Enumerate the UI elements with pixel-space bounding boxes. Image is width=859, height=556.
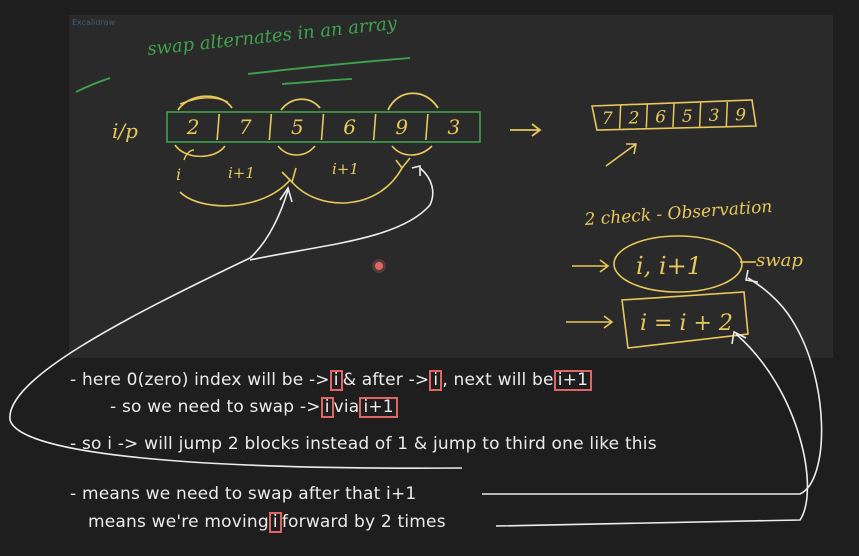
input-cell-value: 5 xyxy=(291,115,304,139)
arrow-to-output xyxy=(510,123,542,137)
input-array-box xyxy=(166,111,481,143)
input-array-cells: 2 7 5 6 9 3 xyxy=(186,113,461,141)
title-underline xyxy=(247,57,411,75)
input-cell-value: 2 xyxy=(186,115,200,139)
highlight-box: i xyxy=(329,370,343,391)
swap-arc-top-2 xyxy=(280,98,321,111)
input-cell-value: 9 xyxy=(395,115,408,139)
output-cell-value: 2 xyxy=(628,108,640,128)
input-cell-value: 3 xyxy=(448,115,461,139)
observation-1-text: i, i+1 xyxy=(636,252,702,280)
observation-2-text: i = i + 2 xyxy=(640,311,733,336)
connector-line5-to-obs2 xyxy=(495,333,809,527)
input-cell-divider xyxy=(320,113,325,141)
output-cell-divider xyxy=(618,105,622,129)
output-cell-divider xyxy=(725,101,729,127)
observation-arrow-1 xyxy=(572,259,610,273)
input-cell-value: 6 xyxy=(343,115,356,139)
loop-arc-1 xyxy=(179,179,291,207)
input-cell-divider xyxy=(268,113,273,141)
input-cell-divider xyxy=(425,113,429,141)
loop-arrow-1 xyxy=(281,167,297,184)
output-cell-value: 7 xyxy=(602,109,613,129)
input-cell-divider xyxy=(372,113,377,141)
swap-arc-top-1 xyxy=(177,95,233,111)
connector-arrowhead-2 xyxy=(411,164,421,176)
loop-label-i1-b: i+1 xyxy=(332,160,359,178)
swap-arc-top-1b xyxy=(179,97,229,105)
loop-label-i: i xyxy=(176,165,181,184)
output-cell-divider xyxy=(645,104,649,128)
swap-arc-bottom-3 xyxy=(391,145,433,156)
output-cell-divider xyxy=(672,103,675,128)
input-cell-value: 7 xyxy=(239,115,252,139)
highlight-box: i+1 xyxy=(553,370,593,391)
note-line-3: - so i -> will jump 2 blocks instead of … xyxy=(70,434,657,454)
corner-label: Excalidraw xyxy=(72,18,116,27)
output-pointer-arrow xyxy=(605,143,637,167)
swap-arc-bottom-2 xyxy=(277,145,316,156)
connector-line3-to-loop-2 xyxy=(249,167,434,261)
green-arrow-stroke xyxy=(75,77,111,93)
observation-1-oval xyxy=(613,235,743,293)
output-array-box xyxy=(591,99,757,131)
connector-arrowhead-4 xyxy=(731,330,747,345)
note-line-4: - means we need to swap after that i+1 xyxy=(70,484,417,504)
highlight-box: i xyxy=(429,370,443,391)
loop-arc-2 xyxy=(291,167,403,204)
highlight-box: i xyxy=(268,512,282,533)
output-cell-divider xyxy=(698,102,702,127)
output-cell-value: 6 xyxy=(655,108,666,128)
small-arc-up xyxy=(183,149,195,161)
connector-line4-to-obs1 xyxy=(482,277,823,495)
swap-arc-bottom-1 xyxy=(174,144,226,158)
pointer-dot xyxy=(375,262,383,270)
connector-arrowhead-1 xyxy=(279,186,293,203)
note-line-1: - here 0(zero) index will be ->i& after … xyxy=(70,370,593,391)
loop-arrow-2 xyxy=(395,157,411,170)
output-cell-value: 5 xyxy=(682,107,693,127)
connector-arrowhead-3 xyxy=(745,269,759,283)
swap-arc-top-3 xyxy=(387,92,439,111)
input-label: i/p xyxy=(112,119,138,143)
highlight-box: i xyxy=(320,397,334,418)
highlight-box: i+1 xyxy=(359,397,398,418)
observation-2-box xyxy=(621,291,749,349)
input-cell-divider xyxy=(216,113,220,141)
observation-1-action: swap xyxy=(756,250,803,271)
observation-arrow-2 xyxy=(566,315,614,329)
loop-label-i1-a: i+1 xyxy=(228,164,255,182)
connector-line3-to-loop-1 xyxy=(9,189,463,469)
whiteboard-area xyxy=(69,15,833,358)
output-cell-value: 9 xyxy=(735,106,746,126)
title-underline-2 xyxy=(281,78,353,85)
output-cell-value: 3 xyxy=(709,106,720,126)
